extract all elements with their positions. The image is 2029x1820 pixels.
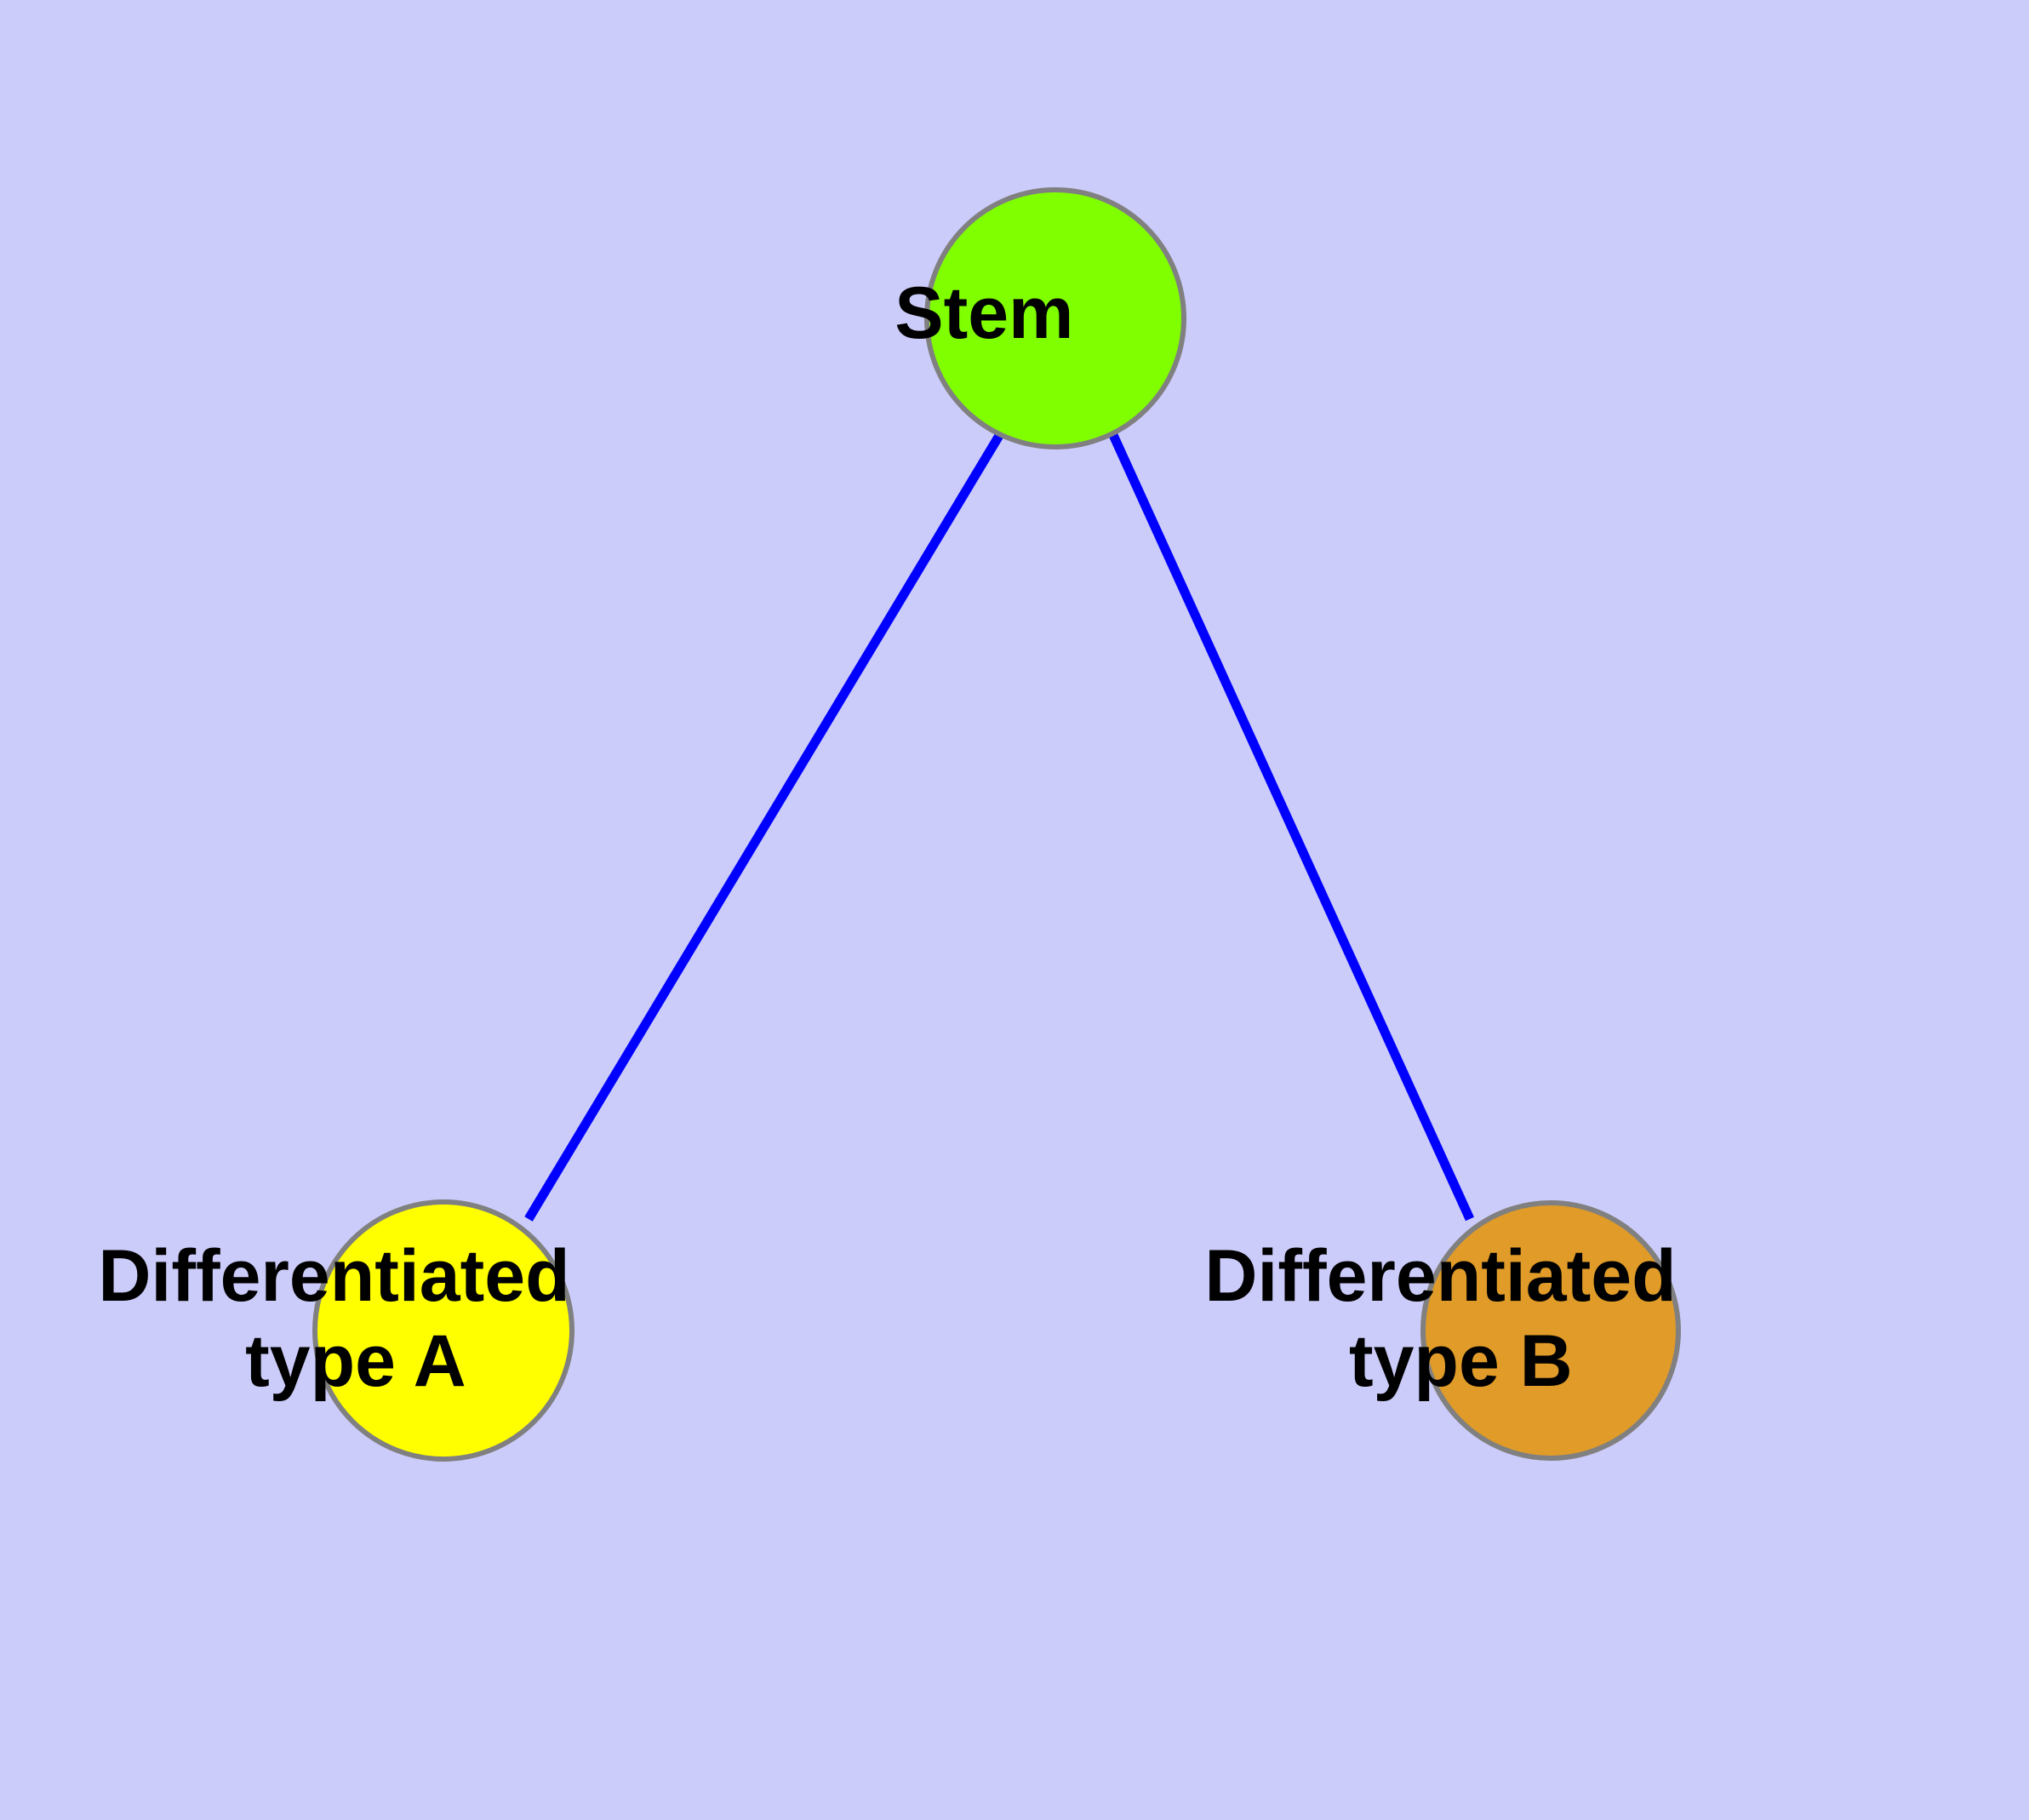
node-differentiated-type-b-circle[interactable] xyxy=(1420,1200,1681,1461)
edge-stem-to-differentiated-type-b[interactable] xyxy=(1108,432,1475,1222)
node-stem-label-line-1: Stem xyxy=(894,272,1073,354)
node-differentiated-type-a-circle[interactable] xyxy=(312,1199,574,1462)
node-differentiated-type-a-label-line-1: Differentiated xyxy=(98,1235,569,1317)
edge-stem-to-differentiated-type-a[interactable] xyxy=(524,432,1004,1222)
node-stem[interactable] xyxy=(924,187,1186,449)
nodes-group xyxy=(312,187,1681,1462)
node-differentiated-type-b-label-line-2: type B xyxy=(1349,1320,1573,1402)
node-differentiated-type-b-label: Differentiated type B xyxy=(1204,1235,1676,1402)
node-stem-label: Stem xyxy=(0,0,1216,354)
node-differentiated-type-b[interactable] xyxy=(1420,1200,1681,1461)
node-labels-group: Stem Differentiated type A Differentiate… xyxy=(0,0,1676,1402)
node-differentiated-type-a-label-line-2: type A xyxy=(245,1320,465,1402)
node-differentiated-type-a-label: Differentiated type A xyxy=(0,0,753,1402)
node-differentiated-type-a[interactable] xyxy=(312,1199,574,1462)
node-differentiated-type-b-label-line-1: Differentiated xyxy=(1204,1235,1676,1317)
node-stem-circle[interactable] xyxy=(924,187,1186,449)
edges-group xyxy=(524,432,1475,1222)
